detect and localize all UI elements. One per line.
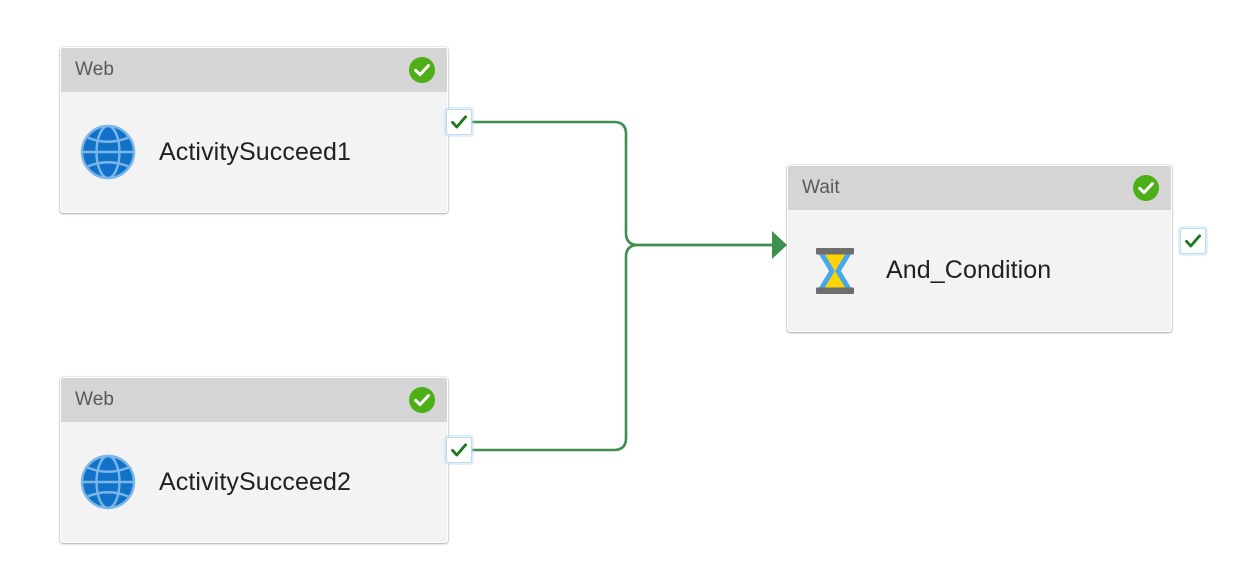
activity-type-label: Wait [802,177,840,198]
activity-node-body: And_Condition [788,210,1171,331]
success-dependency-port-and-condition[interactable] [1180,228,1206,254]
activity-name-label: ActivitySucceed1 [159,137,351,166]
activity-name-label: ActivitySucceed2 [159,467,351,496]
activity-node-activity-succeed1[interactable]: Web [60,47,448,213]
activity-type-label: Web [75,389,115,410]
check-circle-icon [1132,174,1160,202]
activity-node-body: ActivitySucceed1 [61,92,447,212]
success-dependency-port-activitysucceed2[interactable] [446,437,472,463]
edge-succeed2-to-and-condition[interactable] [470,243,774,452]
check-icon [451,443,467,457]
check-circle-icon [408,56,436,84]
check-circle-icon [408,386,436,414]
arrow-head-icon [772,231,787,259]
check-icon [1185,234,1201,248]
activity-node-and-condition[interactable]: Wait And_Condition [787,165,1172,332]
success-dependency-port-activitysucceed1[interactable] [446,109,472,135]
globe-icon [79,123,137,181]
activity-node-body: ActivitySucceed2 [61,422,447,542]
activity-name-label: And_Condition [886,256,1052,284]
activity-node-header: Web [61,378,447,422]
check-icon [451,115,467,129]
activity-node-header: Wait [788,166,1171,210]
activity-type-label: Web [75,59,115,80]
activity-node-header: Web [61,48,447,92]
edge-succeed1-to-and-condition[interactable] [470,120,774,247]
hourglass-icon [806,242,864,300]
globe-icon [79,453,137,511]
activity-node-activity-succeed2[interactable]: Web [60,377,448,543]
